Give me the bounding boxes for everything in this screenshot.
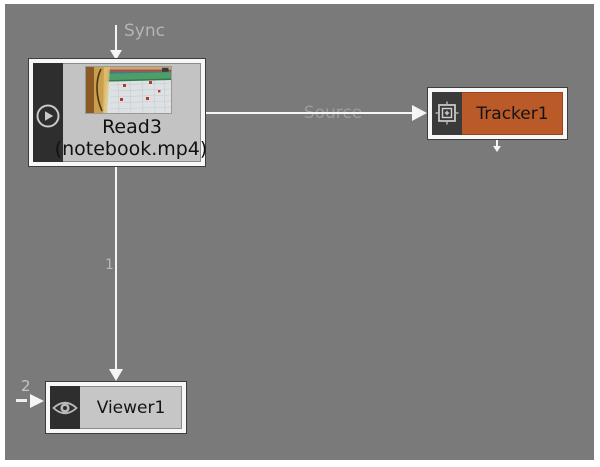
tracker-node-name: Tracker1 bbox=[476, 103, 549, 124]
sync-connection-label: Sync bbox=[124, 21, 165, 41]
viewer-input2-dashed-line[interactable] bbox=[16, 399, 27, 402]
play-icon bbox=[35, 103, 61, 129]
video-thumbnail bbox=[85, 66, 172, 114]
viewer-node-name: Viewer1 bbox=[96, 397, 166, 418]
viewer-node-strip bbox=[50, 386, 80, 429]
sync-connection-line[interactable] bbox=[115, 25, 117, 55]
viewer-input2-label: 2 bbox=[21, 377, 31, 395]
viewer-input1-label: 1 bbox=[105, 257, 114, 273]
viewer-input1-connection-line[interactable] bbox=[115, 166, 117, 370]
read-node-strip bbox=[33, 63, 63, 162]
source-connection-line[interactable] bbox=[205, 112, 413, 114]
tracker-output-arrowhead-icon bbox=[493, 146, 501, 152]
node-read3[interactable]: Read3 (notebook.mp4) bbox=[28, 58, 207, 167]
viewer-input1-arrowhead-icon bbox=[109, 369, 123, 381]
node-viewer1[interactable]: Viewer1 bbox=[45, 381, 187, 434]
eye-icon bbox=[52, 399, 78, 417]
tracker-anchor-icon bbox=[435, 101, 459, 125]
tracker-output-stub-line[interactable] bbox=[496, 139, 498, 146]
viewer-input2-arrowhead-icon bbox=[30, 394, 44, 408]
node-tracker1[interactable]: Tracker1 bbox=[427, 87, 568, 140]
sync-arrowhead-icon bbox=[110, 50, 122, 60]
tracker-node-strip bbox=[432, 92, 462, 135]
source-arrowhead-icon bbox=[412, 105, 427, 121]
read-node-name: Read3 bbox=[102, 116, 162, 138]
